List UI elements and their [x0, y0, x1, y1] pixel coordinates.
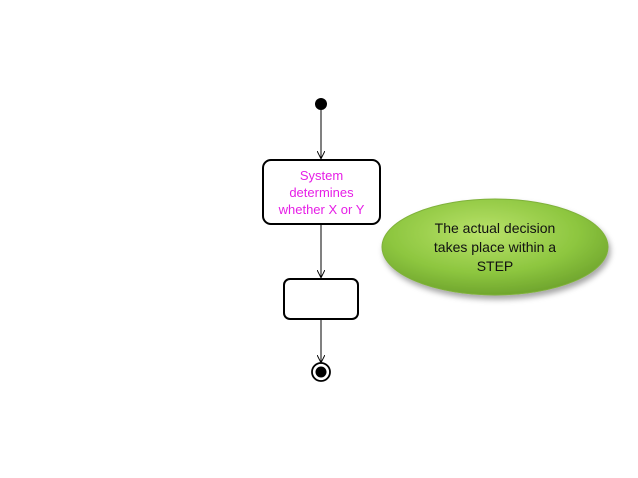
- action-step-1-label: System determines whether X or Y: [278, 167, 365, 217]
- final-node: [311, 362, 331, 382]
- initial-node: [315, 98, 327, 110]
- callout-text: The actual decision takes place within a…: [433, 219, 557, 274]
- callout-ellipse: [381, 198, 609, 296]
- action-step-2: [283, 278, 359, 320]
